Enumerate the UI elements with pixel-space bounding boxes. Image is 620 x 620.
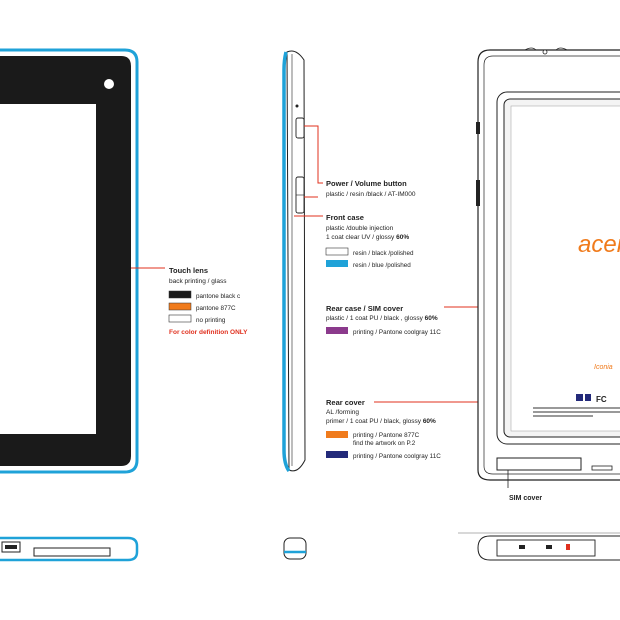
regulatory-fine-print-2: [533, 411, 620, 413]
rear-cover-legend-1: printing / Pantone 877C: [353, 432, 420, 439]
power-volume-leader: [304, 125, 323, 184]
back-bottom-edge-view: [458, 532, 620, 561]
side-bottom-view: [283, 537, 307, 560]
back-view: acer Iconia FC SIM cover: [476, 47, 620, 502]
rear-volume-nub: [476, 180, 480, 206]
touch-lens-legend-3: no printing: [196, 317, 226, 324]
back-bottom-port-2: [546, 545, 552, 549]
touch-lens-callout: Touch lens back printing / glass pantone…: [168, 266, 248, 336]
sim-cover-label: SIM cover: [509, 495, 542, 502]
rear-cover-detail-1: AL /forming: [326, 409, 359, 416]
side-pinhole: [295, 104, 299, 108]
rear-case-detail: plastic / 1 coat PU / black , glossy 60%: [326, 315, 438, 322]
rear-cover-detail-2: primer / 1 coat PU / black, glossy 60%: [326, 418, 436, 425]
color-definition-note: For color definition ONLY: [169, 329, 248, 336]
display-area: [0, 104, 96, 434]
sim-cover: [496, 457, 582, 471]
side-body-outline: [286, 50, 306, 472]
iconia-label: Iconia: [594, 364, 613, 371]
touch-lens-legend-1: pantone black c: [196, 293, 240, 300]
swatch-resin-blue: [326, 260, 348, 267]
front-case-callout: Front case plastic /double injection 1 c…: [325, 213, 414, 269]
side-blue-edge: [282, 51, 291, 473]
power-button: [295, 117, 305, 139]
regulatory-mark-1: [576, 394, 583, 401]
side-view: [282, 50, 323, 473]
usb-port-inner: [5, 545, 17, 549]
swatch-rear-coolgray: [326, 451, 348, 458]
rear-cover-callout: Rear cover AL /forming primer / 1 coat P…: [326, 398, 510, 460]
rear-cover-title: Rear cover: [326, 398, 365, 407]
rear-case-title: Rear case / SIM cover: [326, 304, 403, 313]
touch-lens-title: Touch lens: [169, 266, 208, 275]
swatch-resin-black: [325, 247, 349, 256]
back-bottom-port-3: [566, 544, 570, 550]
power-volume-callout: Power / Volume button plastic / resin /b…: [326, 179, 416, 198]
top-contour: [524, 47, 568, 51]
back-bottom-port-1: [519, 545, 525, 549]
front-camera-icon: [104, 79, 114, 89]
front-bottom-edge-view: [0, 536, 139, 562]
power-volume-title: Power / Volume button: [326, 179, 407, 188]
rear-case-legend-1: printing / Pantone coolgray 11C: [353, 329, 441, 336]
swatch-pantone-877c: [168, 302, 192, 311]
touch-lens-detail: back printing / glass: [169, 278, 227, 285]
swatch-pantone-black: [168, 290, 192, 299]
front-case-legend-1: resin / black /polished: [353, 250, 414, 257]
swatch-coolgray-11c: [326, 327, 348, 334]
sim-side-slot: [591, 465, 613, 471]
regulatory-mark-2: [585, 394, 591, 401]
acer-logo: acer: [578, 231, 620, 258]
power-volume-detail: plastic / resin /black / AT-IM000: [326, 191, 416, 198]
rear-camera-icon: [542, 49, 548, 55]
fc-mark: FC: [596, 395, 607, 404]
swatch-no-printing: [168, 314, 192, 323]
rear-cover-legend-1b: find the artwork on P.2: [353, 440, 416, 447]
bottom-slot: [33, 547, 111, 557]
regulatory-fine-print-1: [533, 407, 620, 409]
swatch-rear-877c: [326, 431, 348, 438]
regulatory-fine-print-3: [533, 415, 593, 417]
rear-case-callout: Rear case / SIM cover plastic / 1 coat P…: [326, 304, 496, 336]
front-view: [0, 48, 165, 474]
side-bottom-outline: [283, 537, 307, 560]
rear-cover-inner-outline: [483, 55, 620, 475]
front-case-title: Front case: [326, 213, 364, 222]
front-case-detail-2: 1 coat clear UV / glossy 60%: [326, 234, 409, 241]
rear-power-nub: [476, 122, 480, 134]
front-case-legend-2: resin / blue /polished: [353, 262, 411, 269]
rear-panel-artwork-area: [510, 105, 620, 432]
touch-lens-legend-2: pantone 877C: [196, 305, 236, 312]
rear-cover-legend-2: printing / Pantone coolgray 11C: [353, 453, 441, 460]
front-case-detail-1: plastic /double injection: [326, 225, 394, 232]
